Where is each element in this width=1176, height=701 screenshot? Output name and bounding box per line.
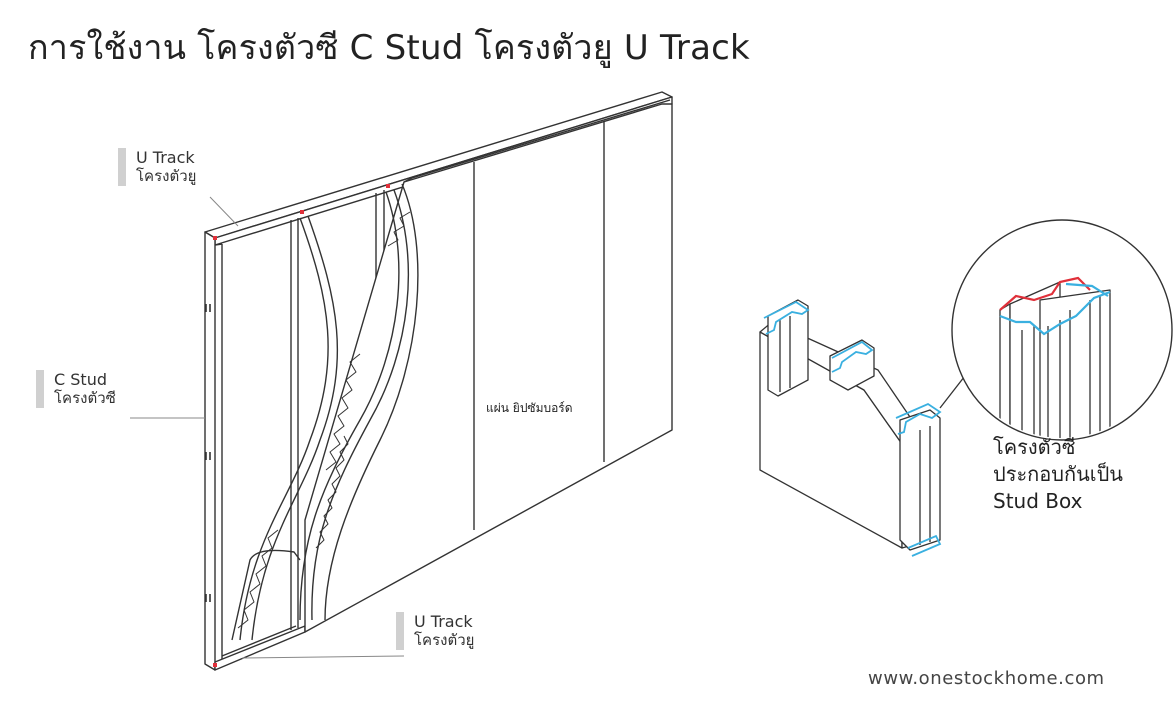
left-c-stud (204, 231, 223, 671)
label-th: โครงตัวซี (54, 389, 116, 407)
page-title: การใช้งาน โครงตัวซี C Stud โครงตัวยู U T… (28, 28, 750, 68)
label-en: C Stud (54, 370, 107, 389)
magnifier (939, 219, 1173, 441)
gypsum-board-panels (304, 99, 673, 633)
callout-lines (130, 196, 405, 659)
stud-box-illustration (759, 299, 941, 551)
label-en: U Track (136, 148, 195, 167)
insulation-wave-middle (299, 183, 419, 621)
label-c-stud: C Stud โครงตัวซี (36, 370, 116, 408)
label-u-track-top: U Track โครงตัวยู (118, 148, 196, 186)
website-url[interactable]: www.onestockhome.com (868, 668, 1105, 689)
screw-marks (205, 304, 211, 602)
gypsum-board-label: แผ่น ยิปซัมบอร์ด (486, 401, 573, 415)
label-u-track-bottom: U Track โครงตัวยู (396, 612, 474, 650)
insulation-zigzag (237, 211, 411, 629)
label-en: U Track (414, 612, 473, 631)
stud-box-caption: โครงตัวซี ประกอบกันเป็น Stud Box (993, 434, 1123, 515)
red-markers (213, 184, 390, 667)
caption-line-2: ประกอบกันเป็น (993, 462, 1123, 486)
caption-line-1: โครงตัวซี (993, 435, 1076, 459)
stud-2 (290, 218, 299, 630)
stud-box-blue-outline (763, 300, 942, 557)
label-th: โครงตัวยู (136, 167, 197, 185)
label-th: โครงตัวยู (414, 631, 475, 649)
caption-line-3: Stud Box (993, 489, 1083, 513)
bottom-u-track (214, 625, 306, 671)
